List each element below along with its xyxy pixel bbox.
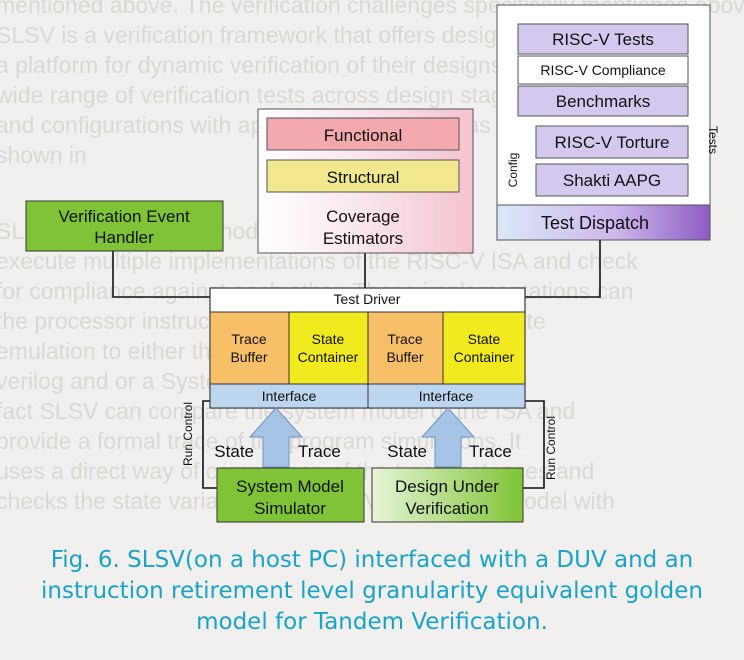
trace-buffer-right: [367, 311, 444, 385]
state-container-right: [442, 311, 526, 385]
state-container-label: Container: [298, 349, 359, 365]
trace-buffer-label: Trace: [387, 331, 422, 347]
interface-left: [209, 383, 369, 409]
trace-buffer-left: [209, 311, 290, 385]
tests-arrow-label: Tests: [706, 126, 720, 154]
run-control-line-right: [523, 400, 545, 489]
riscv-torture-label: RISC-V Torture: [555, 133, 670, 152]
run-control-label-left: Run Control: [181, 402, 195, 466]
duv-label: Design Under: [395, 477, 499, 496]
interface-label: Interface: [419, 388, 474, 404]
background-line: a platform for dynamic verification of t…: [0, 52, 573, 78]
caption-line: instruction retirement level granularity…: [41, 578, 703, 604]
caption-line: Fig. 6. SLSV(on a host PC) interfaced wi…: [50, 547, 694, 573]
interface-label: Interface: [262, 388, 317, 404]
shakti-aapg-box: [535, 163, 689, 197]
background-line: shown in: [0, 142, 87, 168]
state-label-right: State: [387, 442, 427, 461]
test-dispatch-box: [496, 204, 711, 241]
riscv-tests-box: [517, 23, 689, 55]
benchmarks-box: [517, 85, 689, 117]
system-model-simulator-box: [216, 467, 365, 523]
connector-handler-to-driver: [112, 250, 224, 298]
riscv-torture-box: [535, 125, 689, 159]
riscv-compliance-box: [517, 55, 689, 85]
test-dispatch-label: Test Dispatch: [541, 213, 649, 233]
functional-label: Functional: [324, 126, 402, 145]
trace-buffer-label: Trace: [231, 331, 266, 347]
state-trace-arrow-left: [248, 407, 304, 468]
state-container-left: [288, 311, 369, 385]
system-model-label: System Model: [236, 477, 344, 496]
shakti-aapg-label: Shakti AAPG: [563, 171, 661, 190]
riscv-tests-label: RISC-V Tests: [552, 30, 654, 49]
event-handler-label: Verification Event: [58, 207, 190, 226]
system-model-label: Simulator: [254, 499, 326, 518]
duv-label: Verification: [405, 499, 488, 518]
verification-event-handler-box: [25, 200, 224, 252]
state-label-left: State: [214, 442, 254, 461]
interface-right: [367, 383, 526, 409]
caption-line: model for Tandem Verification.: [196, 609, 548, 635]
coverage-estimators-label: Estimators: [323, 229, 403, 248]
state-trace-arrow-right: [420, 407, 476, 468]
trace-buffer-label: Buffer: [386, 349, 423, 365]
state-container-label: State: [468, 331, 501, 347]
figure-caption: Fig. 6. SLSV(on a host PC) interfaced wi…: [0, 545, 744, 638]
design-under-verification-box: [371, 467, 524, 523]
trace-label-left: Trace: [298, 442, 341, 461]
tandem-verification-diagram: Functional Structural Coverage Estimator…: [25, 4, 720, 523]
state-container-label: Container: [454, 349, 515, 365]
structural-label: Structural: [327, 168, 400, 187]
trace-label-right: Trace: [469, 442, 512, 461]
benchmarks-label: Benchmarks: [556, 92, 650, 111]
state-container-label: State: [312, 331, 345, 347]
event-handler-label: Handler: [94, 228, 154, 247]
background-line: SLSV is a verification framework that of…: [0, 22, 542, 48]
structural-coverage-box: [266, 159, 460, 193]
background-line: wide range of verification tests across …: [0, 82, 528, 108]
connector-dispatch-to-driver: [524, 240, 601, 298]
test-driver-label: Test Driver: [334, 291, 401, 307]
coverage-estimators-label: Coverage: [326, 207, 400, 226]
functional-coverage-box: [266, 117, 460, 151]
trace-buffer-label: Buffer: [230, 349, 267, 365]
run-control-label-right: Run Control: [544, 416, 558, 480]
config-label: Config: [506, 153, 520, 188]
riscv-compliance-label: RISC-V Compliance: [540, 62, 665, 78]
